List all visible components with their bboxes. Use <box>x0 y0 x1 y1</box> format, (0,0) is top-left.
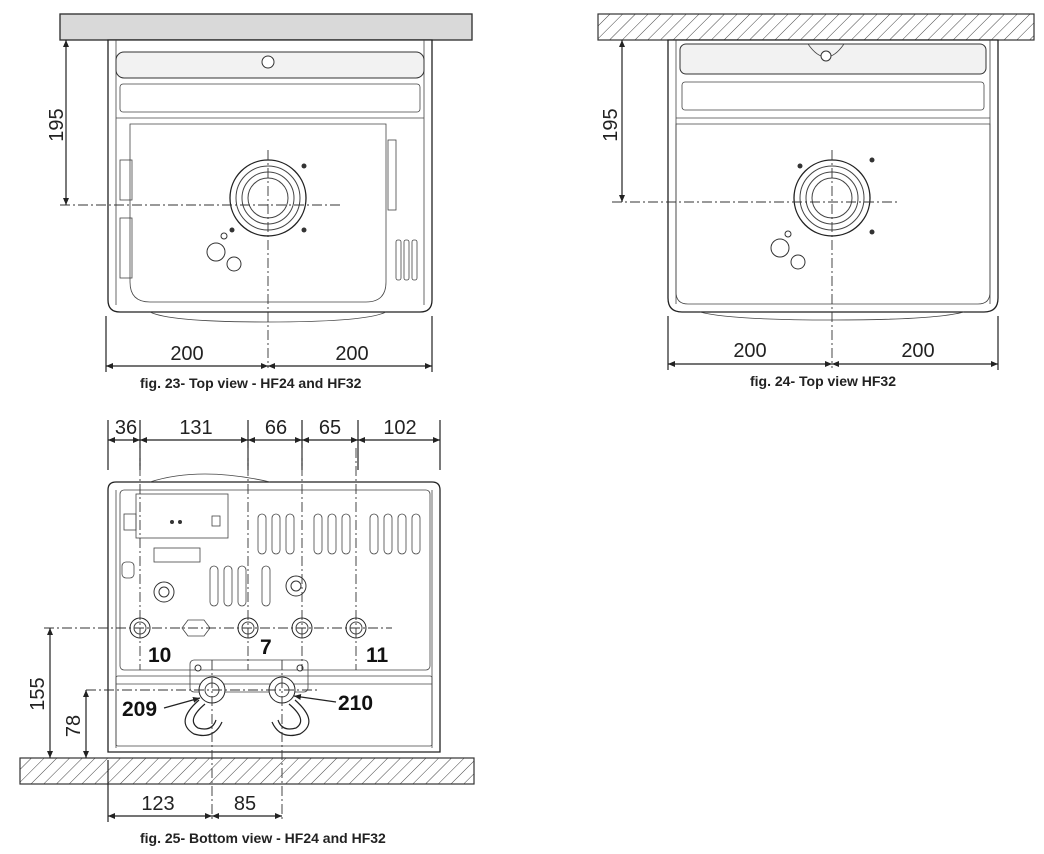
dim-66: 66 <box>265 417 287 439</box>
fig23-depth-dim: 195 <box>46 108 68 141</box>
dim-85: 85 <box>234 793 256 815</box>
fig23-right-width-dim: 200 <box>335 343 368 365</box>
fig24-depth-dim: 195 <box>600 108 622 141</box>
vent-slots <box>395 239 418 281</box>
fig24-left-width-dim: 200 <box>733 340 766 362</box>
ref-209: 209 <box>122 698 157 721</box>
figure-23-top-view: 195 200 200 fig. 23- Top view - HF24 and… <box>46 13 473 391</box>
boiler-outline <box>107 481 441 753</box>
front-panel <box>675 123 991 305</box>
dim-155: 155 <box>27 677 49 710</box>
dim-36: 36 <box>115 417 137 439</box>
fig24-right-width-dim: 200 <box>901 340 934 362</box>
dim-123: 123 <box>141 793 174 815</box>
ref-7: 7 <box>260 636 272 659</box>
fig25-caption: fig. 25- Bottom view - HF24 and HF32 <box>140 830 386 846</box>
top-dimension-chain: 36 131 66 65 102 <box>107 417 441 470</box>
fig23-left-width-dim: 200 <box>170 343 203 365</box>
fig24-caption: fig. 24- Top view HF32 <box>750 373 896 389</box>
dim-131: 131 <box>179 417 212 439</box>
front-panel <box>129 123 387 303</box>
floor-hatch <box>19 757 475 785</box>
wall-hatch <box>59 13 473 41</box>
vent-grid <box>209 513 421 607</box>
ref-10: 10 <box>148 644 171 667</box>
dim-65: 65 <box>319 417 341 439</box>
dim-102: 102 <box>383 417 416 439</box>
figure-25-bottom-view: 36 131 66 65 102 <box>19 417 475 846</box>
fig23-caption: fig. 23- Top view - HF24 and HF32 <box>140 375 362 391</box>
ref-210: 210 <box>338 692 373 715</box>
figure-24-top-view: 195 200 200 fig. 24- Top view HF32 <box>597 13 1035 389</box>
dim-78: 78 <box>63 715 85 737</box>
ref-11: 11 <box>366 644 389 667</box>
wall-hatch <box>597 13 1035 41</box>
